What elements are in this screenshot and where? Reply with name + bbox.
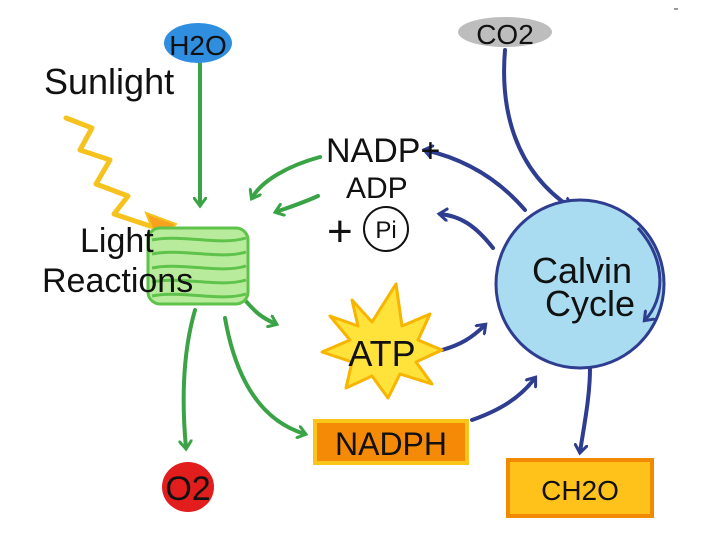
arrow-light-to-atp [243, 298, 276, 324]
ch2o-label: CH2O [541, 475, 619, 506]
calvin-label-line1: Calvin [532, 250, 632, 291]
light-reactions-label-line2: Reactions [42, 262, 193, 300]
o2-bubble [162, 462, 214, 512]
co2-label: CO2 [476, 19, 534, 50]
nadph-label: NADPH [335, 426, 447, 462]
light-reactions-label-line1: Light [80, 222, 154, 260]
sunlight-label: Sunlight [44, 61, 174, 102]
adp-label: ADP [346, 172, 408, 205]
arrow-co2-to-calvin [502, 48, 570, 207]
arrow-adp-to-light [276, 194, 320, 212]
h2o-label: H2O [169, 30, 227, 61]
arrow-calvin-to-nadp [425, 150, 527, 212]
arrow-nadph-to-calvin [470, 378, 535, 422]
h2o-bubble [164, 23, 232, 63]
calvin-cycle-circle [494, 198, 666, 370]
calvin-cycle-loop-arrow [636, 227, 662, 320]
green-arrows [184, 62, 322, 448]
arrow-light-to-nadph [223, 316, 305, 434]
co2-bubble [458, 17, 552, 47]
arrow-calvin-to-adp [440, 214, 495, 250]
atp-label: ATP [348, 333, 415, 374]
chloroplast-stack [146, 226, 250, 306]
arrow-atp-to-calvin [440, 325, 485, 352]
arrow-calvin-to-ch2o [580, 366, 592, 452]
pi-circle [363, 206, 409, 252]
ch2o-box [506, 458, 654, 518]
blue-arrows [425, 48, 592, 452]
nadp-plus-label: NADP+ [326, 132, 440, 170]
pi-label: Pi [375, 217, 396, 244]
o2-label: O2 [165, 470, 210, 508]
plus-sign: + [327, 207, 353, 256]
nadph-box [313, 419, 469, 465]
atp-starburst [320, 282, 444, 400]
arrow-nadp-to-light [252, 155, 322, 198]
arrow-light-to-o2 [184, 308, 197, 448]
calvin-label-line2: Cycle [545, 283, 635, 324]
